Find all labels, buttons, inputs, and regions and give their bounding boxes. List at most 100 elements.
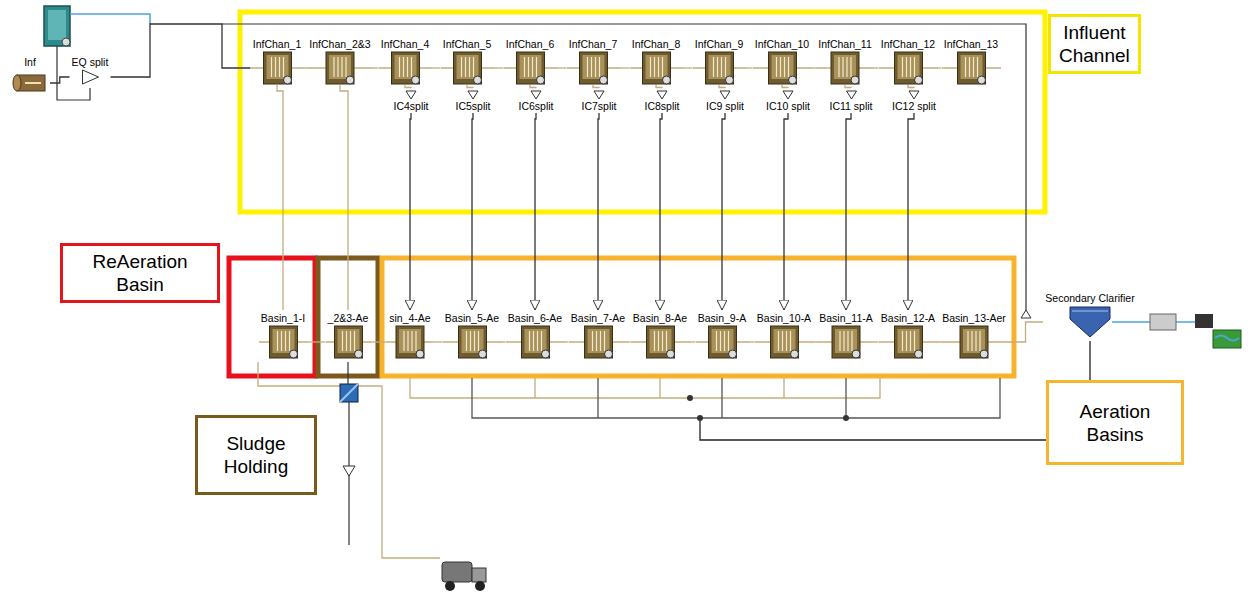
unit-icon [890,90,938,100]
flow-connector [628,341,631,342]
truck-cab [472,568,486,582]
return-line [472,378,1000,418]
flow-connector [938,67,942,68]
influent-arrow [25,82,41,84]
diffuser-line [905,331,906,351]
unit-label: Basin_9-A [697,312,747,325]
clarifier-symbol [1070,307,1110,337]
unit-label: IC10 split [765,100,811,113]
diffuser-line [337,57,338,77]
diffuser-line [649,57,650,77]
unit-icon [10,69,50,97]
diffuser-line [665,331,666,351]
tank-body [646,326,674,358]
splitter-symbol [343,466,355,476]
flow-connector [782,85,788,88]
callout-box: Influent Channel [1048,14,1141,74]
tank-inner [708,55,730,79]
blower-symbol [283,76,291,84]
diffuser-line [531,57,532,77]
bioreactor-unit: Basin_9-A [696,312,749,359]
tank-inner [963,329,985,353]
bioreactor-unit: InfChan_6 [504,38,557,85]
diffuser-line [398,57,399,77]
flow-connector [660,113,662,310]
diffuser-line [345,57,346,77]
flow-connector [683,67,693,68]
blower-symbol [852,350,860,358]
tank-body [832,326,860,358]
unit-label: InfChan_7 [568,38,618,51]
diffuser-line [353,331,354,351]
unit-icon [753,51,812,85]
diffuser-line [280,331,281,351]
tank-body [453,52,481,84]
splitter-symbol [657,91,667,99]
unit-icon [764,90,812,100]
tank-inner [519,55,541,79]
diffuser-line [590,57,591,77]
unit-icon [259,325,308,359]
diffuser-line [846,57,847,77]
sludge-truck [442,562,486,591]
flow-connector [304,67,308,68]
diffuser-line [468,57,469,77]
diffuser-line [595,331,596,351]
flow-connector [433,341,443,342]
diffuser-line [839,331,840,351]
unit-label: InfChan_12 [880,38,936,51]
diffuser-line [724,57,725,77]
diffuser-line [345,331,346,351]
diffuser-line [540,331,541,351]
tank-body [770,326,798,358]
effluent-pipe [1195,314,1213,328]
unit-label: InfChan_13 [943,38,999,51]
unit-icon [642,90,682,100]
diffuser-line [901,57,902,77]
truck-wheel [445,581,455,591]
bioreactor-unit: Basin_5-Ae [443,312,502,359]
splitter-symbol [406,91,416,99]
diffuser-line [851,331,852,351]
blower-symbol [478,350,486,358]
unit-label: InfChan_10 [754,38,810,51]
flow-connector [277,85,283,310]
diffuser-line [779,57,780,77]
unit-icon [828,90,875,100]
diffuser-line [465,331,466,351]
unit-label: Secondary Clarifier [1044,292,1135,305]
diffuser-line [781,331,782,351]
bioreactor-unit: sin_4-Ae [387,312,433,359]
unit-icon [441,51,494,85]
diffuser-line [284,331,285,351]
diffuser-line [716,57,717,77]
blower-symbol [977,76,985,84]
splitter-unit: IC10 split [764,90,812,113]
tank-inner [272,329,294,353]
tank-body [516,52,544,84]
blower-symbol [411,76,419,84]
splitter-symbol [909,91,919,99]
diffuser-line [913,331,914,351]
splitter-unit: EQ split [70,56,111,85]
blower-symbol [728,350,736,358]
diffuser-line [599,331,600,351]
diffuser-line [783,57,784,77]
flow-connector [908,85,914,88]
tank-body [957,52,985,84]
flow-connector [565,341,569,342]
unit-label: IC11 split [829,100,874,113]
flow-connector [405,85,411,88]
eq-pump [62,38,70,46]
diffuser-line [274,57,275,77]
bioreactor-unit: Basin_8-Ae [631,312,690,359]
unit-label: EQ split [71,56,110,69]
diffuser-line [657,331,658,351]
influent-pipe-end [13,75,21,91]
flow-connector [812,67,817,68]
flow-connector [340,85,348,310]
tank-body [831,52,859,84]
blower-symbol [788,76,796,84]
callout-label: Sludge Holding [224,432,288,478]
tank-body [458,326,486,358]
